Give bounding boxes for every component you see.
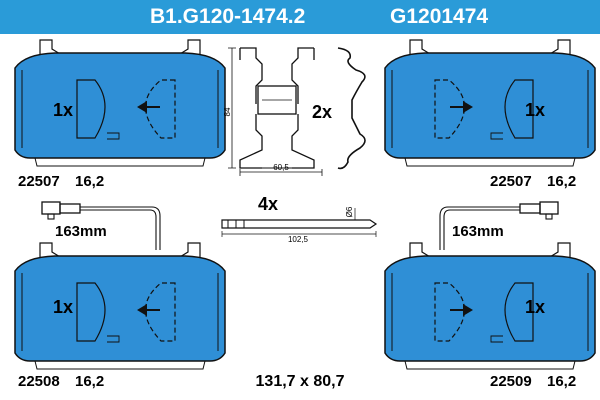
pad-thickness: 16,2: [75, 173, 104, 190]
sensor-length: 163mm: [452, 223, 504, 240]
alt-part-number: G1201474: [390, 5, 489, 28]
clip-quantity: 2x: [312, 102, 332, 122]
guide-pin: [221, 208, 378, 237]
pad-thickness: 16,2: [75, 373, 104, 390]
pad-code: 22507: [18, 173, 60, 190]
brake-pad-top-left: [14, 39, 226, 167]
pad-quantity: 1x: [53, 297, 73, 317]
clip-width-label: 60,5: [273, 163, 289, 172]
header-bar: [0, 0, 600, 34]
pad-thickness: 16,2: [547, 373, 576, 390]
pad-code: 22507: [490, 173, 532, 190]
part-number: B1.G120-1474.2: [150, 5, 306, 28]
anti-rattle-clip: [228, 47, 366, 176]
clip-height-label: 84: [223, 107, 232, 116]
pad-quantity: 1x: [53, 100, 73, 120]
pad-code: 22509: [490, 373, 532, 390]
pin-length-label: 102,5: [288, 235, 309, 244]
parts-drawing: 84 60,5 2x 4x 102,5 Ø6 1x 1x 1x 1x 22507…: [14, 39, 596, 390]
pin-diameter-label: Ø6: [345, 206, 354, 217]
pin-quantity: 4x: [258, 194, 278, 214]
sensor-length: 163mm: [55, 223, 107, 240]
pad-quantity: 1x: [525, 297, 545, 317]
pad-dimensions: 131,7 x 80,7: [256, 373, 345, 390]
pad-thickness: 16,2: [547, 173, 576, 190]
brake-pad-top-right: [384, 39, 596, 167]
pad-code: 22508: [18, 373, 60, 390]
brake-pad-bottom-right: [384, 242, 596, 370]
pad-quantity: 1x: [525, 100, 545, 120]
brake-pad-bottom-left: [14, 242, 226, 370]
